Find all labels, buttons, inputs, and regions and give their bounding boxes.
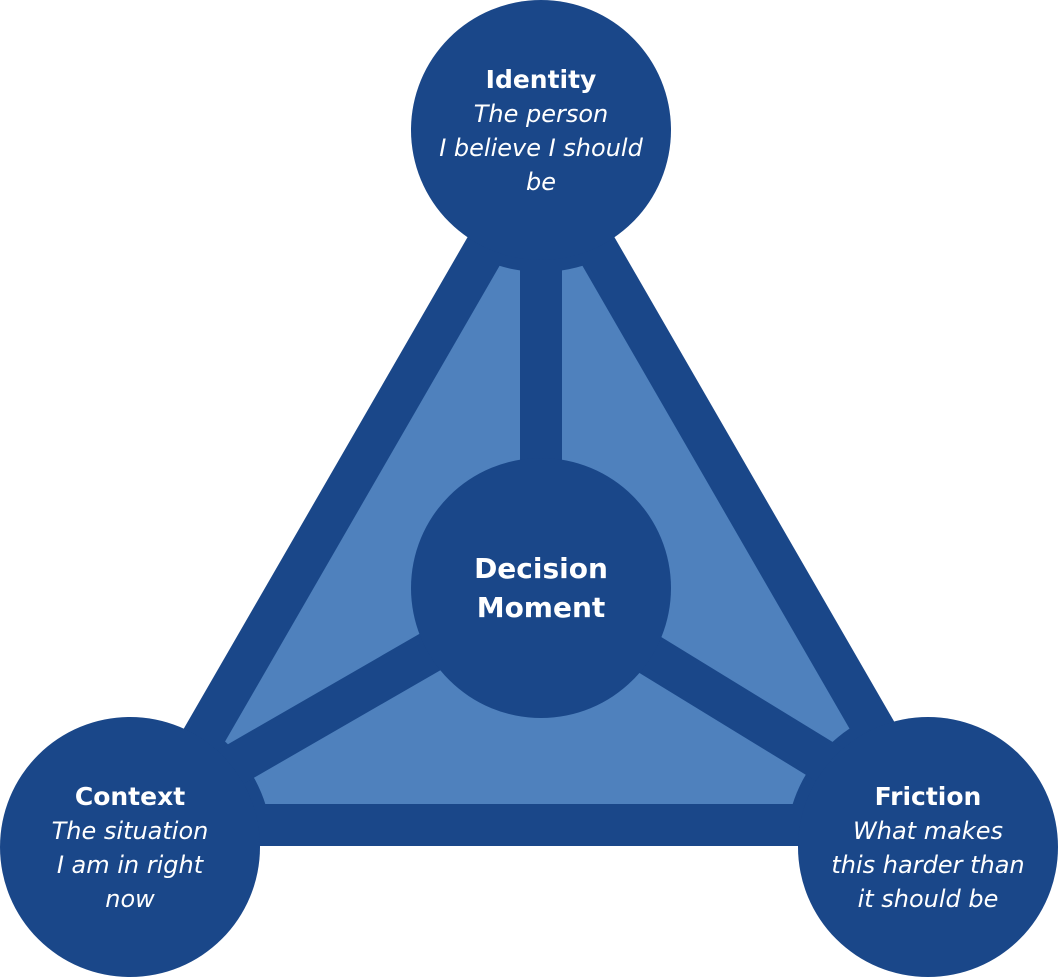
center-title: Decision Moment	[474, 552, 608, 624]
node-circle-identity	[411, 0, 671, 260]
node-desc-context: The situation I am in right now	[51, 817, 209, 913]
node-desc-identity: The person I believe I should be	[439, 100, 643, 196]
center-node: Decision Moment	[411, 549, 671, 627]
node-circle-friction	[798, 717, 1058, 977]
node-identity: Identity The person I believe I should b…	[411, 63, 671, 199]
node-title-friction: Friction	[874, 782, 982, 811]
center-circle	[411, 458, 671, 718]
node-friction: Friction What makes this harder than it …	[798, 780, 1058, 916]
node-title-context: Context	[74, 782, 186, 811]
node-context: Context The situation I am in right now	[0, 780, 260, 916]
node-title-identity: Identity	[485, 65, 597, 94]
node-circle-context	[0, 717, 260, 977]
node-desc-friction: What makes this harder than it should be	[831, 817, 1025, 913]
